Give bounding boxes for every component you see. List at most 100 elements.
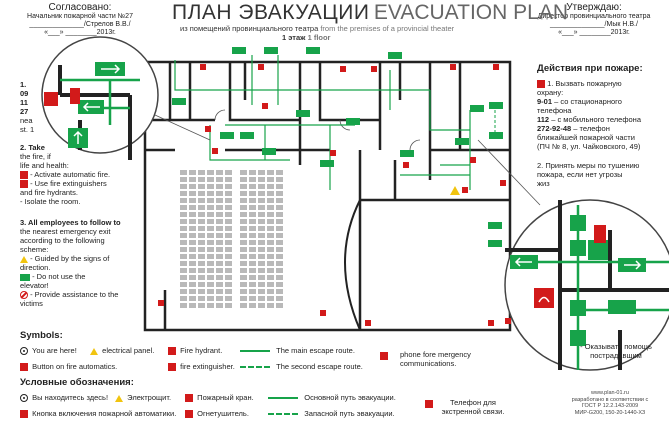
second-route-icon <box>268 413 298 416</box>
seat <box>258 219 265 224</box>
hydrant-icon <box>340 66 346 72</box>
seat <box>216 191 223 196</box>
seat <box>216 233 223 238</box>
approval-line-1: Начальник пожарной части №27 <box>27 13 133 20</box>
seat <box>225 170 232 175</box>
left-item3-action: - Do not use the <box>20 272 145 281</box>
title-en: EVACUATION PLAN <box>373 1 568 24</box>
seat <box>198 170 205 175</box>
seat <box>225 282 232 287</box>
seating-area <box>180 170 283 308</box>
stage-arc <box>344 199 361 331</box>
seat <box>225 254 232 259</box>
seat <box>198 191 205 196</box>
seat <box>198 303 205 308</box>
action-text: - Activate automatic fire. <box>30 170 111 179</box>
seat <box>249 289 256 294</box>
seat <box>189 226 196 231</box>
footer-line: www.plan-01.ru <box>591 390 629 396</box>
approval-line-3: «___» ________2013г. <box>44 29 116 36</box>
seat <box>249 268 256 273</box>
phone-number: 112 <box>537 115 550 125</box>
seat <box>267 205 274 210</box>
right-phone-2: 112 – с мобильного телефона <box>537 115 667 124</box>
hydrant-icon <box>200 64 206 70</box>
seat <box>240 240 247 245</box>
legend-label: Button on fire automatics. <box>32 362 118 371</box>
seat <box>240 282 247 287</box>
seat <box>240 205 247 210</box>
seat <box>225 289 232 294</box>
button-icon <box>20 410 28 419</box>
seat <box>240 233 247 238</box>
seat <box>240 198 247 203</box>
seat <box>198 296 205 301</box>
building-walls <box>143 60 512 332</box>
seat <box>198 226 205 231</box>
left-phone-block: 1. 09 11 27 nea st. 1 <box>20 80 140 134</box>
legend-electrical-ru: Электрощит. <box>115 393 171 402</box>
legend-label: The main escape route. <box>276 346 355 355</box>
seat <box>207 247 214 252</box>
main-route-icon <box>240 350 270 353</box>
seat <box>267 233 274 238</box>
seat <box>258 303 265 308</box>
seat <box>240 289 247 294</box>
seat <box>189 282 196 287</box>
seat <box>216 205 223 210</box>
seat <box>207 177 214 182</box>
left-item3-line: scheme: <box>20 245 49 254</box>
legend-label: The second escape route. <box>276 362 363 371</box>
seat <box>240 219 247 224</box>
electrical-panel-icon <box>450 186 460 195</box>
seat <box>216 212 223 217</box>
legend-label: You are here! <box>32 346 77 355</box>
seat <box>225 296 232 301</box>
right-item2-line: 2. Принять меры по тушению <box>537 161 640 171</box>
phone-icon <box>380 352 388 360</box>
exit-sign-icon <box>400 150 414 157</box>
seat <box>216 170 223 175</box>
seat <box>180 268 187 273</box>
phone-desc: – телефон <box>571 124 610 134</box>
hydrant-icon <box>258 64 264 70</box>
seat <box>216 177 223 182</box>
seat <box>216 296 223 301</box>
hydrant-icon <box>462 187 468 193</box>
seat <box>267 303 274 308</box>
hydrant-icon <box>168 347 176 356</box>
seat <box>249 226 256 231</box>
left-item3-line: according to the following <box>20 236 105 245</box>
hydrant-icon <box>212 148 218 154</box>
exit-sign-icon <box>240 132 254 139</box>
seat <box>180 191 187 196</box>
seat <box>240 184 247 189</box>
seat <box>240 261 247 266</box>
seat <box>249 275 256 280</box>
seat <box>198 233 205 238</box>
seat <box>276 289 283 294</box>
zoom-right <box>477 139 669 371</box>
seat <box>258 191 265 196</box>
legend-main-route-ru: Основной путь эвакуации. <box>268 393 396 402</box>
seat <box>267 212 274 217</box>
seat <box>189 191 196 196</box>
seat <box>258 177 265 182</box>
symbols-title-en: Symbols: <box>20 330 63 341</box>
seat <box>198 282 205 287</box>
seat <box>225 233 232 238</box>
seat <box>249 240 256 245</box>
prohibition-icon <box>20 291 28 300</box>
seat <box>276 177 283 182</box>
seat <box>249 303 256 308</box>
seat <box>267 191 274 196</box>
seat <box>180 275 187 280</box>
hydrant-icon <box>205 126 211 132</box>
seat <box>267 296 274 301</box>
seat <box>267 261 274 266</box>
approval-block: Согласовано: Начальник пожарной части №2… <box>10 2 150 37</box>
hydrant-icon <box>493 64 499 70</box>
seat <box>249 212 256 217</box>
seat <box>267 184 274 189</box>
